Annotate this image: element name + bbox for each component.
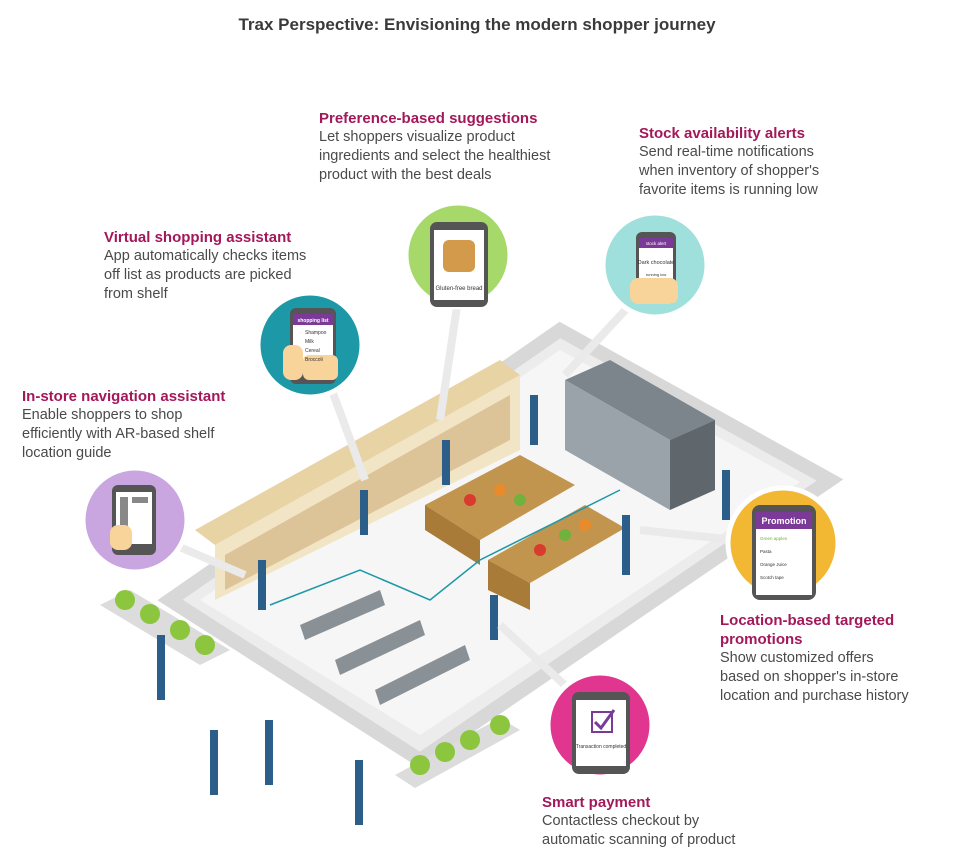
feature-text: off list as products are picked bbox=[104, 267, 292, 283]
virtual-callout bbox=[255, 290, 365, 400]
list-item: Cereal bbox=[305, 348, 320, 354]
feature-text: from shelf bbox=[104, 286, 168, 302]
stock-product: Dark chocolate bbox=[638, 260, 675, 266]
stock-note: running low bbox=[646, 272, 667, 277]
feature-payment: Smart payment Contactless checkout by au… bbox=[542, 793, 735, 850]
feature-location: Location-based targeted promotions Show … bbox=[720, 611, 909, 706]
promo-item: Scotch tape bbox=[760, 575, 784, 580]
nav-callout bbox=[80, 465, 190, 575]
feature-virtual: Virtual shopping assistant App automatic… bbox=[104, 228, 306, 304]
feature-text: Send real-time notifications bbox=[639, 144, 814, 160]
feature-text: Let shoppers visualize product bbox=[319, 129, 515, 145]
promo-header: Promotion bbox=[762, 516, 807, 526]
feature-text: automatic scanning of product bbox=[542, 832, 736, 848]
navigation-path bbox=[269, 489, 621, 606]
feature-preference: Preference-based suggestions Let shopper… bbox=[319, 109, 550, 185]
list-item: Milk bbox=[305, 339, 314, 345]
fridges bbox=[565, 360, 715, 510]
feature-heading: Stock availability alerts bbox=[639, 125, 805, 142]
feature-text: ingredients and select the healthiest bbox=[319, 148, 551, 164]
feature-text: efficiently with AR-based shelf bbox=[22, 426, 215, 442]
list-header: shopping list bbox=[297, 318, 328, 324]
feature-stock: Stock availability alerts Send real-time… bbox=[639, 124, 819, 200]
promotion-callout bbox=[725, 485, 841, 601]
feature-text: location guide bbox=[22, 445, 112, 461]
feature-heading: In-store navigation assistant bbox=[22, 388, 226, 405]
feature-heading: Preference-based suggestions bbox=[319, 110, 538, 127]
feature-heading: Smart payment bbox=[542, 794, 651, 811]
feature-text: App automatically checks items bbox=[104, 248, 307, 264]
feature-text: Show customized offers bbox=[720, 650, 874, 666]
feature-text: favorite items is running low bbox=[639, 182, 818, 198]
planters bbox=[100, 590, 520, 788]
feature-heading: Location-based targeted bbox=[720, 612, 895, 629]
stock-header: stock alert bbox=[646, 241, 667, 246]
feature-text: Contactless checkout by bbox=[542, 813, 700, 829]
feature-text: location and purchase history bbox=[720, 688, 909, 704]
payment-label: Transaction completed bbox=[576, 744, 627, 750]
checkout-counters bbox=[300, 590, 470, 705]
feature-navigation: In-store navigation assistant Enable sho… bbox=[22, 387, 225, 463]
feature-text: based on shopper's in-store bbox=[720, 669, 899, 685]
list-item: Broccoli bbox=[305, 357, 323, 363]
feature-text: when inventory of shopper's bbox=[639, 163, 820, 179]
produce-bins bbox=[425, 455, 625, 610]
stock-callout bbox=[600, 210, 710, 320]
shoppers bbox=[157, 395, 730, 825]
promo-item: Orange Juice bbox=[760, 562, 787, 567]
feature-text: product with the best deals bbox=[319, 167, 492, 183]
promo-item: Pasta bbox=[760, 549, 772, 554]
feature-heading: promotions bbox=[720, 631, 803, 648]
preference-callout bbox=[403, 200, 513, 310]
feature-text: Enable shoppers to shop bbox=[22, 407, 183, 423]
callout-pointers bbox=[173, 299, 736, 693]
payment-callout bbox=[545, 670, 655, 780]
page-title: Trax Perspective: Envisioning the modern… bbox=[238, 15, 716, 34]
list-item: Shampoo bbox=[305, 330, 327, 336]
feature-heading: Virtual shopping assistant bbox=[104, 229, 292, 246]
bread-label: Gluten-free bread bbox=[435, 286, 482, 292]
promo-item: Green apples bbox=[760, 536, 788, 541]
